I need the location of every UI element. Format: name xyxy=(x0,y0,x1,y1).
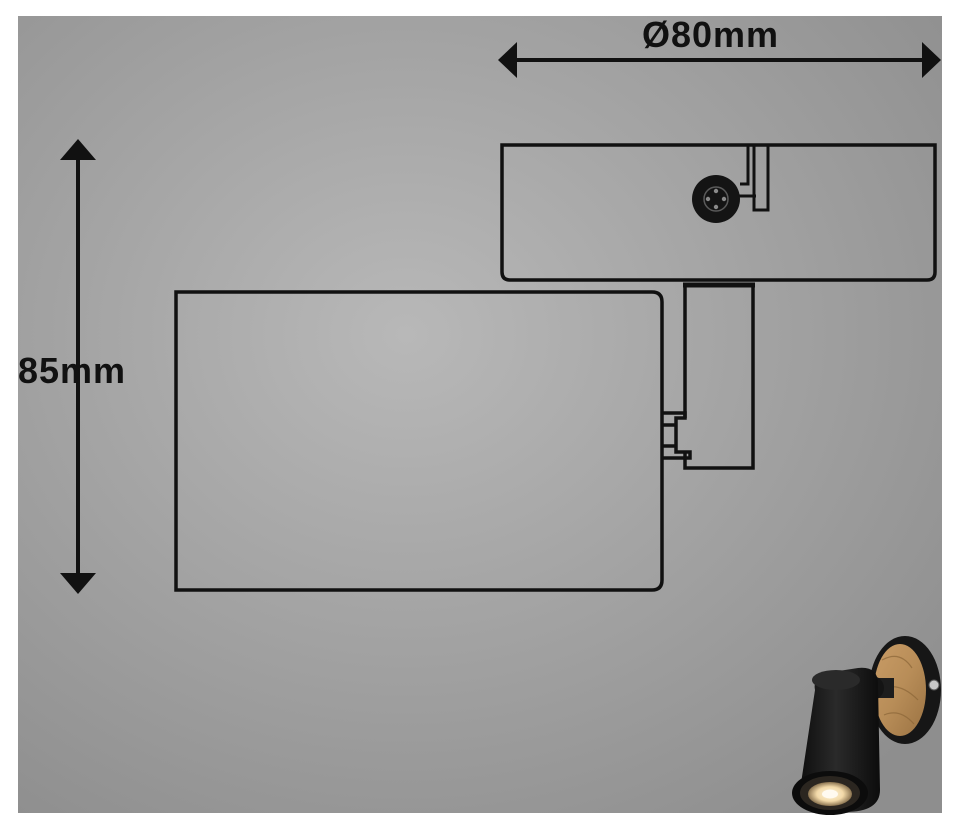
arrow-right-icon xyxy=(922,42,941,78)
width-dimension-label: Ø80mm xyxy=(642,14,780,55)
width-dimension-line xyxy=(498,42,941,78)
lamp-head-outline xyxy=(174,290,664,592)
height-dimension-line xyxy=(60,139,96,594)
height-dimension-label: 85mm xyxy=(18,350,127,391)
lamp-arm-outline xyxy=(662,282,755,470)
switch-knob xyxy=(692,146,770,223)
arrow-up-icon xyxy=(60,139,96,160)
mount-base-outline xyxy=(500,143,937,282)
arrow-down-icon xyxy=(60,573,96,594)
background-panel xyxy=(18,16,942,813)
arrow-left-icon xyxy=(498,42,517,78)
product-photo xyxy=(792,636,941,815)
